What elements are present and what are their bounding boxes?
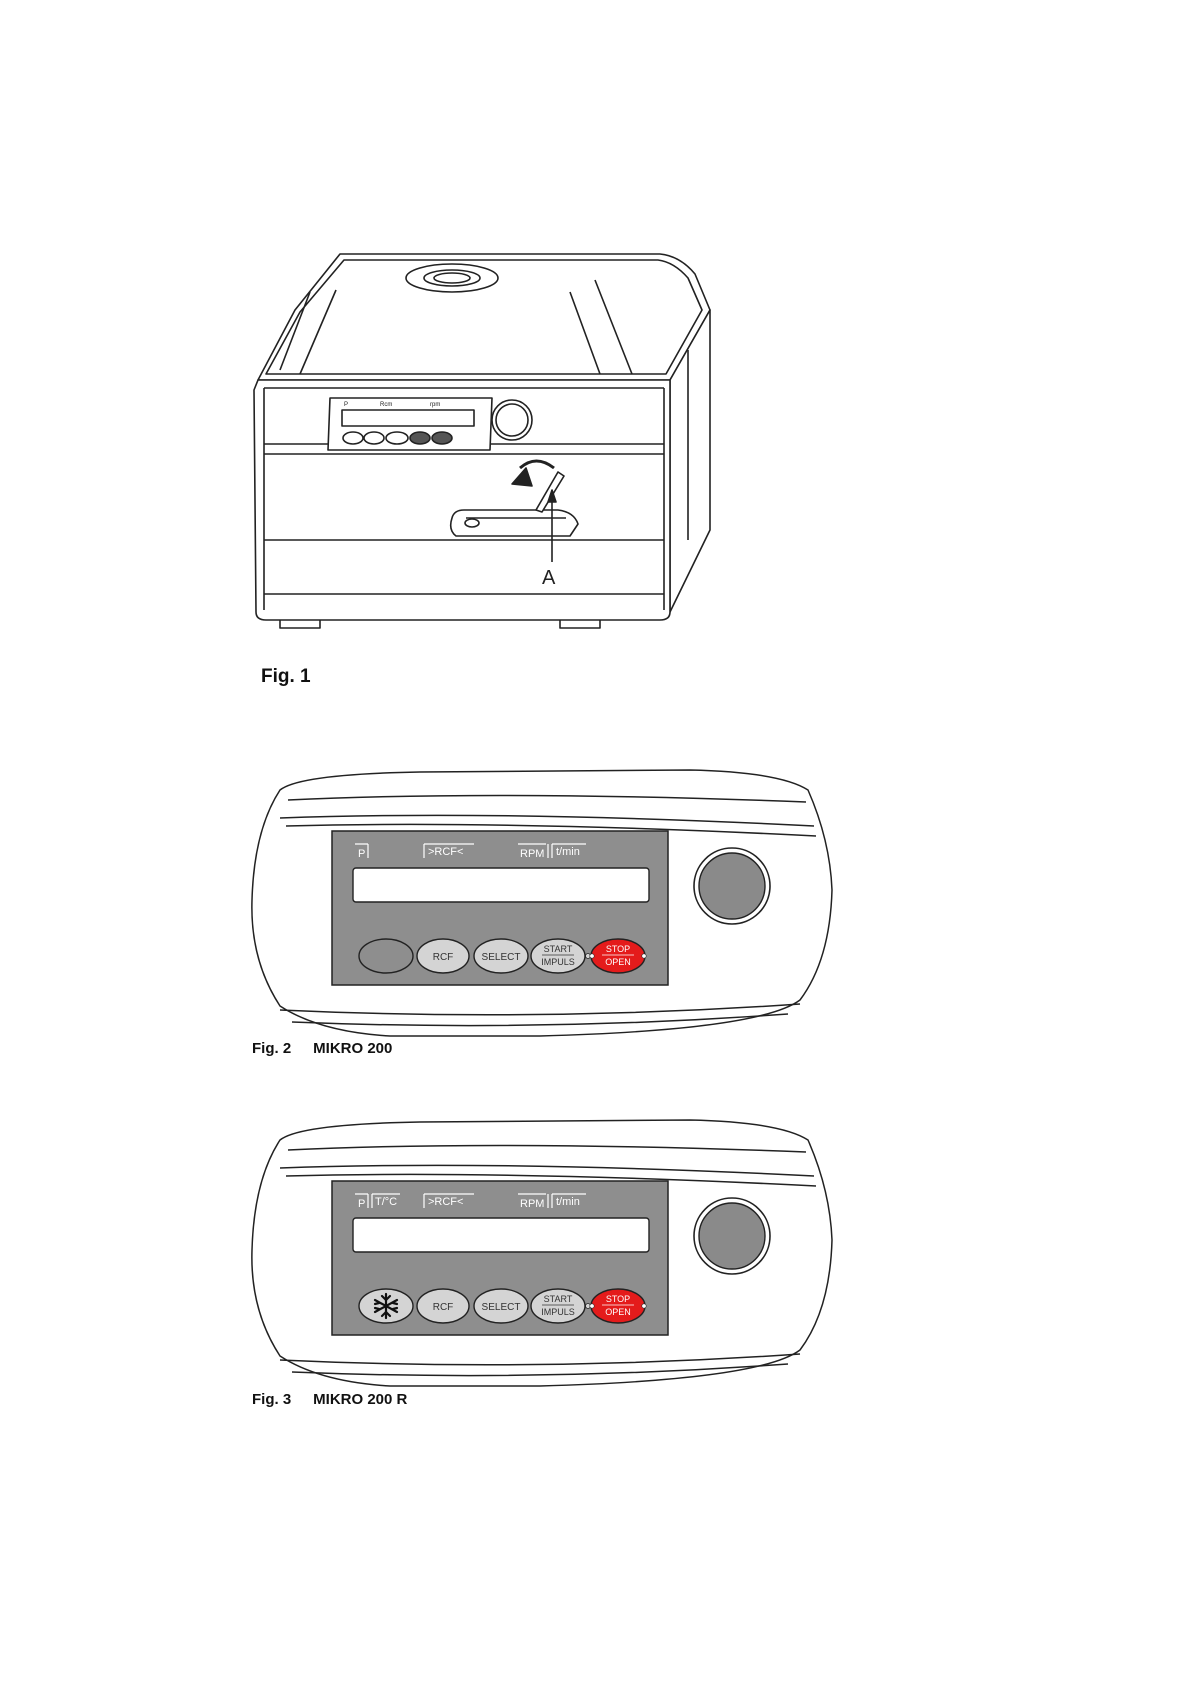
open-label: OPEN xyxy=(605,957,631,967)
stop-label: STOP xyxy=(606,1294,630,1304)
rcf-button-label: RCF xyxy=(433,1302,454,1313)
figure-2-model: MIKRO 200 xyxy=(313,1040,392,1057)
impuls-label: IMPULS xyxy=(541,1307,575,1317)
figure-3-caption: Fig. 3 MIKRO 200 R xyxy=(252,1391,407,1408)
label-rcf: >RCF< xyxy=(428,1196,463,1208)
label-rcf: >RCF< xyxy=(428,846,463,858)
figure-2-number: Fig. 2 xyxy=(252,1040,291,1057)
figure-3-number: Fig. 3 xyxy=(252,1391,291,1408)
figure-1-caption: Fig. 1 xyxy=(261,666,311,688)
blank-button[interactable] xyxy=(359,939,413,973)
figure-1-centrifuge: P Rcm rpm A xyxy=(240,240,740,660)
callout-label-a: A xyxy=(542,567,556,589)
label-p: P xyxy=(358,848,365,860)
select-button-label: SELECT xyxy=(482,1302,521,1313)
panel-drawing-mikro-200: P >RCF< RPM t/min RCF SELECT START IMPUL… xyxy=(240,760,840,1050)
label-p: P xyxy=(358,1198,365,1210)
svg-text:rpm: rpm xyxy=(430,402,440,408)
panel-drawing-mikro-200-r: P T/°C >RCF< RPM t/min RCF SELECT START … xyxy=(240,1110,840,1400)
label-rpm: RPM xyxy=(520,848,544,860)
figure-2-control-panel: P >RCF< RPM t/min RCF SELECT START IMPUL… xyxy=(240,760,840,1050)
label-rpm: RPM xyxy=(520,1198,544,1210)
label-tmin: t/min xyxy=(556,1196,580,1208)
open-label: OPEN xyxy=(605,1307,631,1317)
label-temperature: T/°C xyxy=(375,1196,397,1208)
select-button-label: SELECT xyxy=(482,952,521,963)
start-label: START xyxy=(544,944,573,954)
figure-2-caption: Fig. 2 MIKRO 200 xyxy=(252,1040,392,1057)
stop-label: STOP xyxy=(606,944,630,954)
display-window xyxy=(353,1218,649,1252)
centrifuge-drawing: P Rcm rpm A xyxy=(240,240,740,660)
display-window xyxy=(353,868,649,902)
label-tmin: t/min xyxy=(556,846,580,858)
start-label: START xyxy=(544,1294,573,1304)
rcf-button-label: RCF xyxy=(433,952,454,963)
figure-3-control-panel: P T/°C >RCF< RPM t/min RCF SELECT START … xyxy=(240,1110,840,1400)
impuls-label: IMPULS xyxy=(541,957,575,967)
svg-text:Rcm: Rcm xyxy=(380,402,392,408)
figure-3-model: MIKRO 200 R xyxy=(313,1391,407,1408)
svg-text:P: P xyxy=(344,402,348,408)
